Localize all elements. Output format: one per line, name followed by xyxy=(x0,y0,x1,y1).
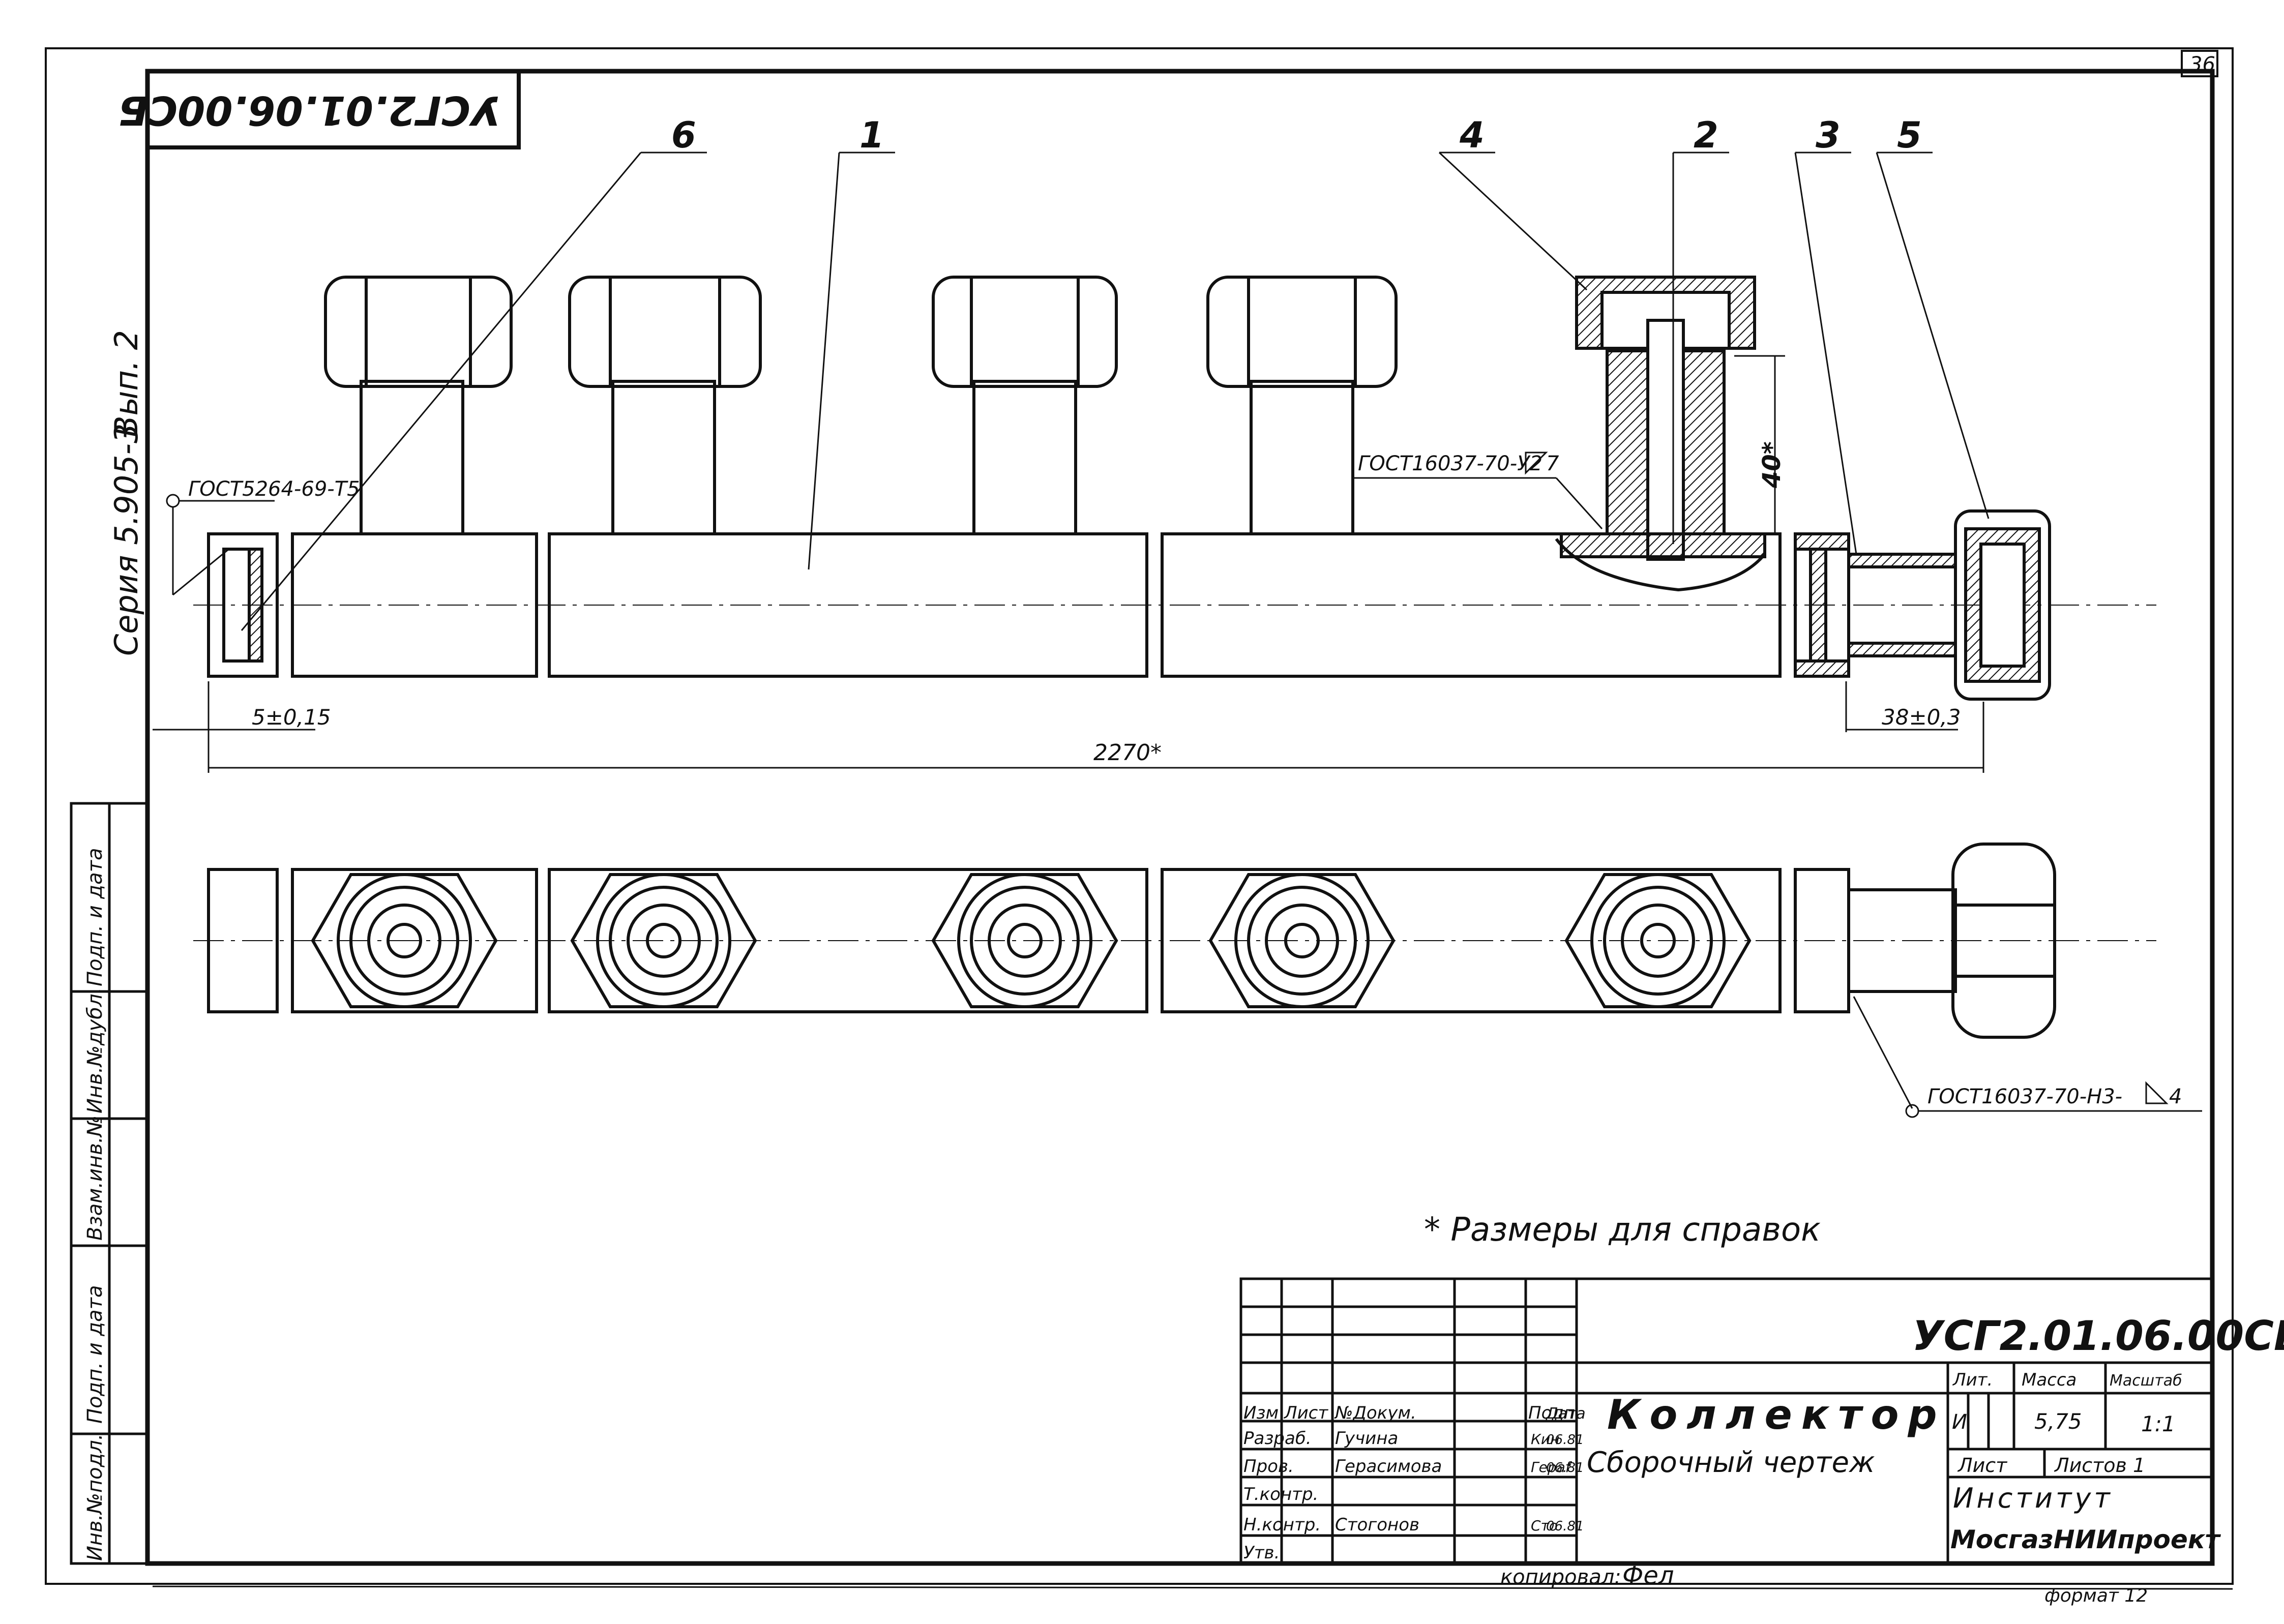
gost-mid-weld: 7 xyxy=(1546,452,1559,475)
hdr-izm: Изм xyxy=(1243,1403,1279,1423)
title-block-dates: Дата 06.81 06.81 06.81 xyxy=(1545,1405,1586,1534)
front-view xyxy=(193,276,2156,701)
sheets-label: Листов 1 xyxy=(2054,1454,2145,1477)
nut-plan-3 xyxy=(931,873,1118,1008)
series-label: Серия 5.905-3 xyxy=(108,424,145,656)
weld-annotation-left: ГОСТ5264-69-Т5 xyxy=(166,477,360,596)
page-number-box: 36 xyxy=(2181,50,2218,77)
lit-value: И xyxy=(1952,1410,1967,1434)
dim-total: 2270* xyxy=(1093,740,1162,766)
strip-label-inv-dubl: Инв.№дубл. xyxy=(83,987,107,1114)
title-block-roles: Разраб. Гучина Кин 06.81 Пров. Герасимов… xyxy=(1243,1428,1573,1563)
scale-label: Масштаб xyxy=(2110,1372,2182,1390)
nut-plan-5 xyxy=(1564,873,1752,1008)
nut-elevation-3 xyxy=(932,276,1118,388)
weld-annotation-bottom: ГОСТ16037-70-Н3- 4 xyxy=(1853,996,2202,1118)
role-utv: Утв. xyxy=(1243,1543,1280,1563)
copied-by-label: копировал: xyxy=(1500,1566,1621,1589)
dim-end: 38±0,3 xyxy=(1882,705,1961,730)
sheet-label: Лист xyxy=(1957,1454,2008,1477)
sign-razrab: Кин xyxy=(1531,1431,1559,1448)
copied-by-sign: Фел xyxy=(1622,1561,1674,1590)
role-tkontr: Т.контр. xyxy=(1243,1484,1318,1505)
title-block-subtitle: Сборочный чертеж xyxy=(1587,1446,1875,1479)
gost-bottom-weld: 4 xyxy=(2169,1085,2182,1108)
gost-bottom: ГОСТ16037-70-Н3- xyxy=(1927,1085,2122,1108)
role-prov: Пров. xyxy=(1243,1456,1294,1477)
lit-label: Лит. xyxy=(1952,1370,1993,1390)
dim-gap: 5±0,15 xyxy=(252,705,331,730)
strip-label-inv-podl: Инв.№подл. xyxy=(83,1433,107,1561)
role-razrab: Разраб. xyxy=(1243,1428,1312,1449)
strip-label-vzam-inv: Взам.инв.№ xyxy=(83,1116,107,1241)
end-nipple xyxy=(1847,553,1957,657)
hdr-podp: Подп. xyxy=(1528,1403,1581,1423)
page-number: 36 xyxy=(2189,53,2215,76)
dimensions xyxy=(153,355,1984,773)
strip-label-podp-data-1: Подп. и дата xyxy=(83,1285,107,1424)
name-nkontr: Стогонов xyxy=(1335,1515,1419,1535)
mass-value: 5,75 xyxy=(2034,1409,2082,1434)
hdr-list: Лист xyxy=(1283,1403,1328,1423)
title-block-title: Коллектор xyxy=(1607,1391,1946,1438)
callout-3: 3 xyxy=(1816,114,1841,156)
rotated-designation-box: УСГ2.01.06.00СБ xyxy=(118,69,521,149)
sectioned-fitting xyxy=(1555,276,1766,592)
name-razrab: Гучина xyxy=(1335,1428,1398,1449)
left-strip-labels: Инв.№подл. Подп. и дата Взам.инв.№ Инв.№… xyxy=(83,848,107,1561)
callout-6: 6 xyxy=(671,114,696,156)
org-line2: МосгазНИИпроект xyxy=(1950,1525,2221,1554)
dim-height: 40* xyxy=(1758,441,1786,489)
callout-1: 1 xyxy=(859,114,884,156)
sheet-frame xyxy=(45,47,2234,1590)
weld-annotation-mid: ГОСТ16037-70-У2 7 xyxy=(1353,452,1603,530)
org-line1: Институт xyxy=(1953,1482,2113,1514)
leader-lines xyxy=(241,152,1990,631)
nut-elevation-4 xyxy=(1206,276,1398,388)
date-1: 06.81 xyxy=(1546,1432,1584,1448)
title-block xyxy=(1239,1277,2214,1565)
rotated-designation: УСГ2.01.06.00СБ xyxy=(118,87,501,133)
callout-2: 2 xyxy=(1694,114,1718,156)
sign-nkontr: Сто xyxy=(1531,1517,1558,1534)
nut-plan-4 xyxy=(1208,873,1396,1008)
strip-label-podp-data-2: Подп. и дата xyxy=(83,848,107,986)
title-block-headers: Изм Лист №Докум. Подп. Дата xyxy=(1243,1403,1581,1423)
gost-left: ГОСТ5264-69-Т5 xyxy=(188,477,360,501)
nut-elevation-1 xyxy=(324,276,513,388)
end-cap-nut xyxy=(1954,509,2051,701)
sign-prov: Гераf xyxy=(1531,1459,1573,1476)
plan-view xyxy=(193,843,2156,1039)
title-block-designation: УСГ2.01.06.00СБ xyxy=(1912,1312,2284,1360)
role-nkontr: Н.контр. xyxy=(1243,1515,1321,1535)
end-sleeve xyxy=(1794,532,1850,678)
gost-mid: ГОСТ16037-70-У2 xyxy=(1358,452,1543,475)
date-4: 06.81 xyxy=(1546,1519,1584,1534)
mass-label: Масса xyxy=(2022,1370,2077,1390)
issue-label: Вып. 2 xyxy=(108,330,145,437)
left-strip xyxy=(70,802,149,1565)
date-2: 06.81 xyxy=(1546,1460,1584,1476)
hdr-ndoc: №Докум. xyxy=(1334,1403,1416,1423)
end-cap-nut-plan xyxy=(1951,843,2056,1039)
nut-plan-1 xyxy=(311,873,498,1008)
nut-plan-2 xyxy=(570,873,757,1008)
title-block-right: Лит. Масса Масштаб И 5,75 1:1 Лист Листо… xyxy=(1950,1370,2221,1554)
name-prov: Герасимова xyxy=(1335,1456,1442,1477)
nut-elevation-2 xyxy=(568,276,762,388)
reference-note: * Размеры для справок xyxy=(1424,1211,1821,1249)
callout-5: 5 xyxy=(1897,114,1922,156)
hdr-date: Дата xyxy=(1545,1405,1586,1423)
format-label: формат 12 xyxy=(2044,1585,2148,1606)
scale-value: 1:1 xyxy=(2141,1411,2176,1436)
callout-4: 4 xyxy=(1459,114,1485,156)
